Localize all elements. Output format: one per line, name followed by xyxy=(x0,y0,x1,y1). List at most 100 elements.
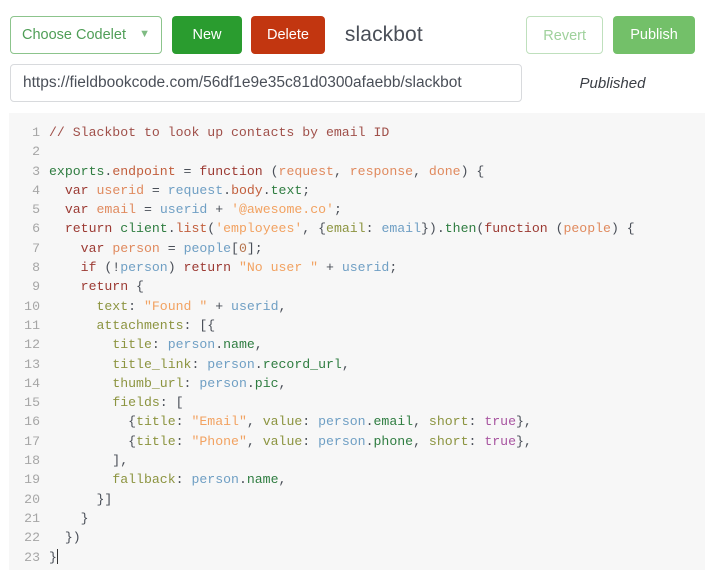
code-token: var xyxy=(80,240,105,256)
code-token: , xyxy=(413,163,429,179)
code-token: : [ xyxy=(159,395,184,411)
line-number: 14 xyxy=(24,375,40,391)
code-token: { xyxy=(49,433,137,449)
code-line-text: {title: "Phone", value: person.phone, sh… xyxy=(49,432,532,451)
code-token: short xyxy=(428,414,469,430)
revert-button[interactable]: Revert xyxy=(526,15,603,54)
code-token: ; xyxy=(333,202,342,218)
code-line: 7 var person = people[0]; xyxy=(9,239,705,258)
code-token xyxy=(89,202,97,217)
code-token: : xyxy=(175,433,192,449)
code-line-text: if (!person) return "No user " + userid; xyxy=(49,258,398,277)
code-line-text: } xyxy=(49,509,89,528)
code-token: var xyxy=(64,202,89,218)
codelet-select[interactable]: Choose Codelet ▼ xyxy=(10,15,162,54)
code-line-text: var email = userid + '@awesome.co'; xyxy=(49,200,342,219)
code-token: return xyxy=(183,260,232,276)
code-token: people xyxy=(563,221,611,237)
code-token: . xyxy=(254,356,263,372)
code-token xyxy=(49,183,65,198)
code-token: ( xyxy=(207,221,216,237)
code-token: , xyxy=(278,298,287,314)
code-token: . xyxy=(223,182,232,198)
code-token: : xyxy=(365,221,382,237)
code-token: attachments xyxy=(96,317,184,333)
code-token xyxy=(49,337,112,352)
new-button[interactable]: New xyxy=(172,15,242,54)
code-token: : xyxy=(175,472,192,488)
line-number: 4 xyxy=(32,182,40,198)
code-token: ( xyxy=(547,221,564,237)
code-token: . xyxy=(262,182,271,198)
code-token: "Found " xyxy=(143,298,208,314)
line-number: 16 xyxy=(24,414,40,430)
line-number: 13 xyxy=(24,356,40,372)
code-token: value xyxy=(262,414,303,430)
line-number: 2 xyxy=(32,144,40,160)
code-token: person xyxy=(167,337,216,353)
code-token: person xyxy=(318,433,366,449)
code-token: }, xyxy=(515,414,532,430)
code-token: ( xyxy=(262,163,279,179)
code-token: } xyxy=(49,549,57,565)
code-editor[interactable]: 1// Slackbot to look up contacts by emai… xyxy=(0,113,705,570)
code-token: people xyxy=(183,240,232,256)
code-token: true xyxy=(484,433,516,449)
code-token: person xyxy=(120,260,168,276)
code-token: short xyxy=(428,433,469,449)
code-token: } xyxy=(49,510,89,526)
code-token: , xyxy=(246,433,263,449)
code-token xyxy=(49,318,96,333)
code-token: [ xyxy=(231,240,239,256)
code-token: , xyxy=(278,472,287,488)
code-token: true xyxy=(484,414,516,430)
code-token: ) xyxy=(167,260,184,276)
code-token: . xyxy=(436,221,445,237)
publish-button[interactable]: Publish xyxy=(613,15,695,54)
line-number: 15 xyxy=(24,395,40,411)
code-token xyxy=(49,472,112,487)
code-token: : [{ xyxy=(183,317,216,333)
code-line-text: return client.list('employees', {email: … xyxy=(49,219,635,238)
code-token: : xyxy=(128,298,144,314)
code-token: "No user " xyxy=(238,260,319,276)
endpoint-url-input[interactable] xyxy=(10,64,522,102)
code-token: function xyxy=(484,221,548,237)
code-token: ) { xyxy=(610,221,635,237)
code-line: 2 xyxy=(9,142,705,161)
code-line-text: var userid = request.body.text; xyxy=(49,181,310,200)
line-number: 5 xyxy=(32,202,40,218)
code-line-text: text: "Found " + userid, xyxy=(49,297,286,316)
code-token: = xyxy=(175,163,200,179)
code-token: userid xyxy=(96,182,144,198)
code-token: "Phone" xyxy=(191,433,247,449)
code-token: , { xyxy=(302,221,327,237)
line-number: 6 xyxy=(32,221,40,237)
code-line: 6 return client.list('employees', {email… xyxy=(9,219,705,238)
code-lines[interactable]: 1// Slackbot to look up contacts by emai… xyxy=(9,123,705,567)
code-token: . xyxy=(215,337,224,353)
line-number: 17 xyxy=(24,433,40,449)
chevron-down-icon: ▼ xyxy=(139,28,150,40)
code-token: person xyxy=(199,375,247,391)
code-token: email xyxy=(381,221,422,237)
code-line: 17 {title: "Phone", value: person.phone,… xyxy=(9,432,705,451)
code-token: then xyxy=(444,221,477,237)
line-number: 9 xyxy=(32,279,40,295)
code-line: 18 ], xyxy=(9,451,705,470)
code-token: }] xyxy=(49,491,113,507)
line-number: 22 xyxy=(24,530,40,546)
code-token: record_url xyxy=(262,356,342,372)
code-line-text: exports.endpoint = function (request, re… xyxy=(49,162,484,181)
line-number: 11 xyxy=(24,317,40,333)
code-line: 5 var email = userid + '@awesome.co'; xyxy=(9,200,705,219)
code-token: fields xyxy=(112,395,160,411)
code-token: pic xyxy=(254,375,279,391)
code-token: done xyxy=(428,163,461,179)
code-token: '@awesome.co' xyxy=(231,202,334,218)
code-line: 4 var userid = request.body.text; xyxy=(9,181,705,200)
delete-button[interactable]: Delete xyxy=(251,15,325,54)
code-token: title xyxy=(112,337,152,353)
code-token: email xyxy=(96,202,137,218)
code-line: 14 thumb_url: person.pic, xyxy=(9,374,705,393)
